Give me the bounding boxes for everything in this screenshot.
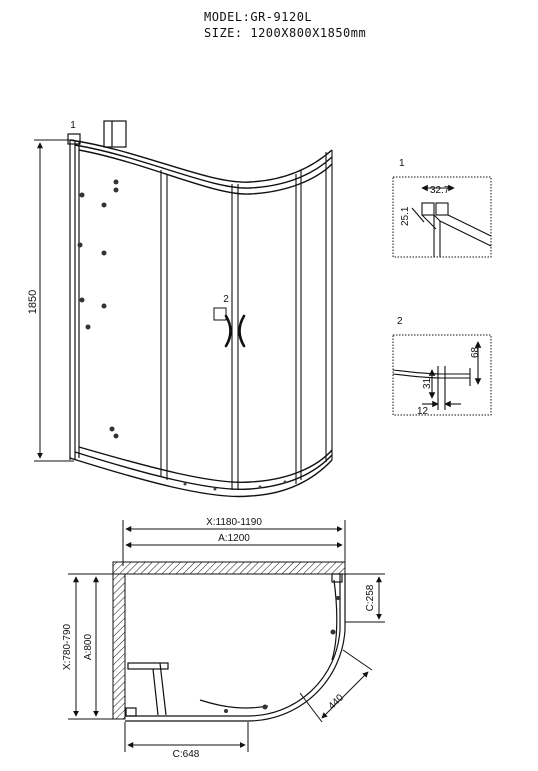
detail-2-dim-offset: 31 [422, 377, 433, 389]
dim-c-bottom: C:648 [173, 749, 200, 760]
fixing-dots [77, 179, 119, 439]
detail-2: 2 68 31 12 [392, 316, 492, 417]
model-value: GR-9120L [250, 10, 313, 24]
door-handles [224, 314, 246, 348]
dim-c-right: C:258 [365, 584, 376, 611]
dim-x-left: X:780-790 [62, 623, 73, 670]
height-dimension [34, 139, 74, 462]
model-label: MODEL: [204, 10, 251, 24]
detail-1-label: 1 [399, 158, 405, 169]
detail-2-frame [392, 334, 492, 416]
size-label: SIZE: [204, 26, 243, 40]
model-line: MODEL:GR-9120L [204, 10, 312, 24]
detail-1-dim-width: 32.7 [430, 185, 450, 196]
callout-1-text: 1 [70, 120, 76, 131]
wall-bracket [67, 120, 127, 148]
detail-1-frame [392, 176, 492, 258]
dim-arc: 440 [326, 692, 346, 712]
wall-top [112, 561, 346, 575]
dim-x-top: X:1180-1190 [206, 517, 262, 528]
top-frame [69, 139, 333, 195]
detail-1: 1 32.7 25.1 [392, 158, 492, 258]
plan-roller-dots [224, 596, 340, 713]
detail-2-label: 2 [397, 316, 403, 327]
roller-dots [183, 480, 287, 491]
height-dim-text: 1850 [27, 290, 39, 314]
plan-view: X:1180-1190 A:1200 X:780-790 A:800 [62, 517, 385, 760]
detail-1-dim-depth: 25.1 [400, 206, 411, 226]
size-value: 1200X800X1850mm [250, 26, 367, 40]
bottom-tray [69, 446, 333, 498]
size-line: SIZE: 1200X800X1850mm [204, 26, 366, 40]
enclosure-outline [125, 573, 346, 722]
callout-2-text: 2 [223, 294, 229, 305]
detail-2-dim-height: 68 [470, 346, 481, 358]
wall-left [112, 573, 126, 720]
door-panels [160, 150, 333, 490]
dim-a-top: A:1200 [218, 533, 250, 544]
callout-2-box [213, 307, 227, 321]
detail-2-dim-bottom: 12 [417, 406, 429, 417]
front-view: 1850 1 [27, 120, 333, 498]
wall-profile [69, 140, 80, 460]
dim-a-left: A:800 [83, 633, 94, 660]
